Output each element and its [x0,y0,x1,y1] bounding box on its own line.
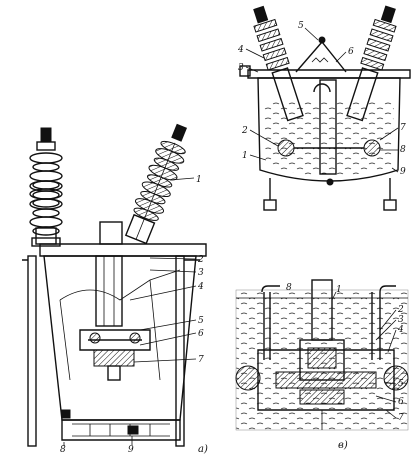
panel-b-label-9: 9 [400,167,406,177]
panel-a-label-4: 4 [197,282,204,292]
panel-b-switch [239,5,411,211]
panel-c-label-7: 7 [398,413,404,423]
panel-a-left-bushing [29,127,63,247]
panel-a-label-8: 8 [60,445,66,455]
panel-b-label-3: 3 [238,63,244,73]
panel-a-label-5: 5 [198,316,204,326]
panel-c-labels: 1 2 3 4 5 6 7 8 в) [286,283,404,451]
panel-c-label-1: 1 [336,285,342,295]
panel-b-label-1: 1 [242,151,248,161]
panel-b-label-2: 2 [241,126,248,136]
panel-a-transformer [22,123,207,447]
panel-a-label-2: 2 [197,255,204,265]
panel-c-caption: в) [338,440,348,451]
panel-c-label-5: 5 [398,379,404,389]
panel-c-detail [235,279,409,431]
panel-a-labels: 1 2 3 4 5 6 7 8 9 а) [60,175,208,455]
panel-c-label-6: 6 [398,397,404,407]
panel-c-label-8: 8 [286,283,292,293]
panel-a-label-6: 6 [198,329,204,339]
panel-b-left-bushing [253,5,304,122]
panel-c-label-2: 2 [397,305,404,315]
panel-b-label-8: 8 [400,145,406,155]
panel-a-caption: а) [198,444,208,455]
panel-a-label-7: 7 [198,355,204,365]
panel-c-label-3: 3 [398,315,404,325]
panel-b-label-7: 7 [400,123,406,133]
panel-b-labels: 1 2 3 4 5 6 7 8 9 [237,21,406,177]
panel-a-label-9: 9 [128,445,134,455]
panel-b-label-6: 6 [348,47,354,57]
panel-b-label-4: 4 [237,45,244,55]
panel-a-label-3: 3 [198,268,204,278]
panel-a-right-bushing [124,123,188,245]
panel-b-label-5: 5 [298,21,304,31]
panel-a-label-1: 1 [196,175,202,185]
panel-c-label-4: 4 [397,325,404,335]
